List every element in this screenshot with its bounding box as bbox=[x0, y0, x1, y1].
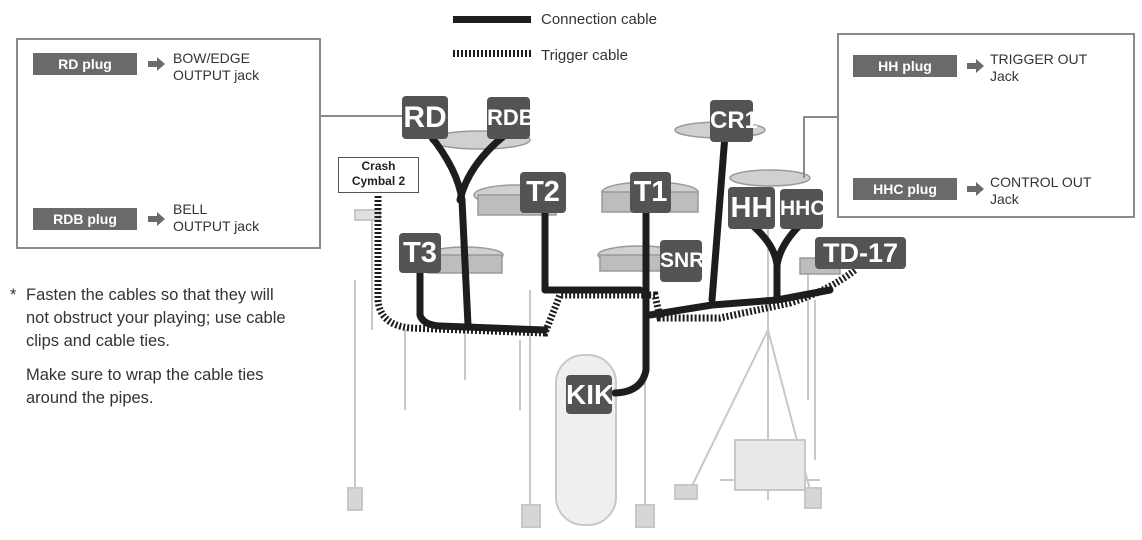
note-line1: Fasten the cables so that they will bbox=[26, 286, 274, 304]
tag-kik: KIK bbox=[566, 375, 614, 414]
hh-arrow-head-icon bbox=[976, 59, 984, 73]
rd-arrow-icon bbox=[148, 61, 157, 67]
crash-line1: Crash bbox=[361, 159, 396, 173]
bow-edge-line1: BOW/EDGE bbox=[173, 50, 251, 66]
note-line4: Make sure to wrap the cable ties bbox=[26, 366, 264, 384]
control-out-line1: CONTROL OUT bbox=[990, 174, 1092, 190]
crash-line2: Cymbal 2 bbox=[351, 174, 406, 188]
tag-rd: RD bbox=[402, 96, 448, 139]
control-out-jack-label: CONTROL OUT Jack bbox=[990, 174, 1091, 208]
tag-cr1: CR1 bbox=[710, 100, 758, 142]
tag-t1: T1 bbox=[630, 172, 671, 213]
note-bullet: * bbox=[10, 286, 17, 304]
tag-hhc: HHC bbox=[780, 189, 826, 229]
hhc-plug-label: HHC plug bbox=[853, 178, 957, 200]
tag-rdb: RDB bbox=[487, 97, 535, 139]
note-line5: around the pipes. bbox=[26, 389, 154, 407]
hhc-arrow-icon bbox=[967, 186, 976, 192]
bell-line2: OUTPUT jack bbox=[173, 218, 260, 234]
rdb-arrow-icon bbox=[148, 216, 157, 222]
rd-arrow-head-icon bbox=[157, 57, 165, 71]
trigger-out-line2: Jack bbox=[990, 68, 1019, 84]
rdb-plug-label: RDB plug bbox=[33, 208, 137, 230]
bell-jack-label: BELL OUTPUT jack bbox=[173, 201, 259, 235]
trigger-cable-label: Trigger cable bbox=[541, 47, 628, 64]
crash-cymbal-2-label: Crash Cymbal 2 bbox=[338, 157, 419, 193]
bow-edge-line2: OUTPUT jack bbox=[173, 67, 260, 83]
hh-plug-label: HH plug bbox=[853, 55, 957, 77]
hhc-arrow-head-icon bbox=[976, 182, 984, 196]
bell-line1: BELL bbox=[173, 201, 208, 217]
trigger-cable-swatch bbox=[453, 50, 531, 57]
rdb-arrow-head-icon bbox=[157, 212, 165, 226]
cable-instructions-note: Fasten the cables so that they will not … bbox=[26, 284, 286, 410]
note-line3: clips and cable ties. bbox=[26, 332, 170, 350]
rd-plug-label: RD plug bbox=[33, 53, 137, 75]
trigger-out-jack-label: TRIGGER OUT Jack bbox=[990, 51, 1087, 85]
connection-cable-swatch bbox=[453, 16, 531, 23]
tag-snr: SNR bbox=[660, 240, 704, 282]
tag-t2: T2 bbox=[520, 172, 566, 213]
trigger-out-line1: TRIGGER OUT bbox=[990, 51, 1088, 67]
bow-edge-jack-label: BOW/EDGE OUTPUT jack bbox=[173, 50, 259, 84]
tag-t3: T3 bbox=[399, 233, 441, 273]
control-out-line2: Jack bbox=[990, 191, 1019, 207]
hh-arrow-icon bbox=[967, 63, 976, 69]
tag-hh: HH bbox=[728, 187, 775, 229]
tag-td17: TD-17 bbox=[815, 237, 906, 269]
connection-cable-label: Connection cable bbox=[541, 11, 657, 28]
note-line2: not obstruct your playing; use cable bbox=[26, 309, 286, 327]
